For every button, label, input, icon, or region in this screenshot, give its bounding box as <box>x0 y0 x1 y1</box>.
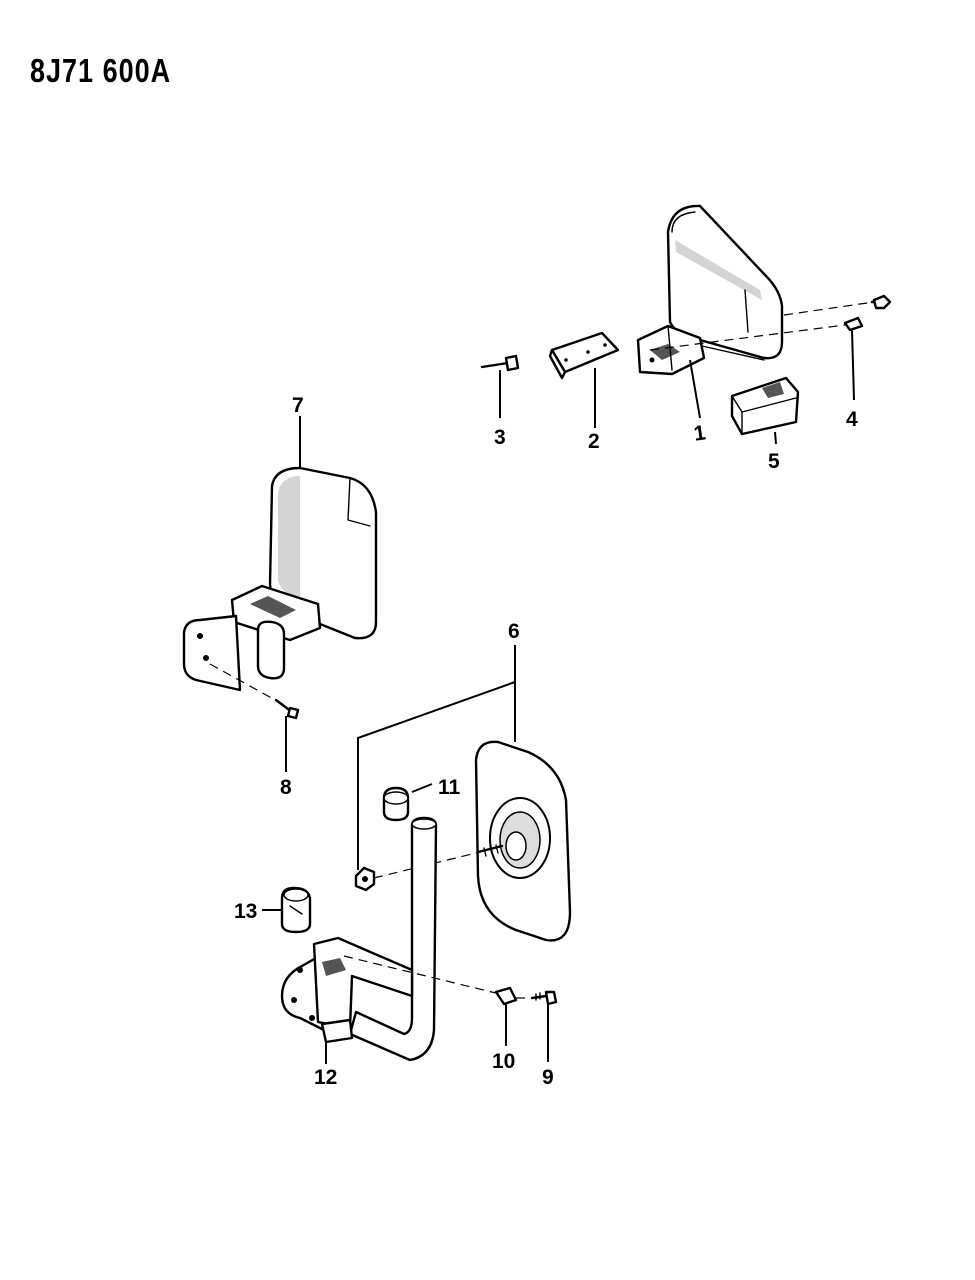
mirror-arm <box>348 816 438 1062</box>
callout-9: 9 <box>542 1066 554 1089</box>
callout-12: 12 <box>314 1066 337 1089</box>
nut <box>354 866 376 892</box>
leader-lines <box>262 329 855 1064</box>
callout-6: 6 <box>508 620 520 643</box>
callout-7: 7 <box>292 394 304 417</box>
callout-5: 5 <box>768 450 780 473</box>
mirror-head-assembly-upper <box>636 204 784 376</box>
washer <box>494 986 518 1006</box>
bolt <box>530 990 558 1006</box>
callout-13: 13 <box>234 900 257 923</box>
callout-11: 11 <box>438 776 461 799</box>
callout-10: 10 <box>492 1050 515 1073</box>
cap <box>382 786 410 822</box>
mounting-bracket <box>280 936 414 1044</box>
callout-3: 3 <box>494 426 506 449</box>
callout-4: 4 <box>846 408 858 431</box>
bracket <box>548 331 620 380</box>
cover <box>730 376 800 436</box>
callout-1: 1 <box>692 421 707 445</box>
screws <box>843 294 892 332</box>
mirror-head-round <box>474 740 572 942</box>
document-code: 8J71 600A <box>30 52 172 90</box>
callout-8: 8 <box>280 776 292 799</box>
rivet <box>480 354 520 372</box>
callout-2: 2 <box>588 430 600 453</box>
sleeve <box>280 886 312 934</box>
mirror-assembly-left <box>182 466 378 692</box>
